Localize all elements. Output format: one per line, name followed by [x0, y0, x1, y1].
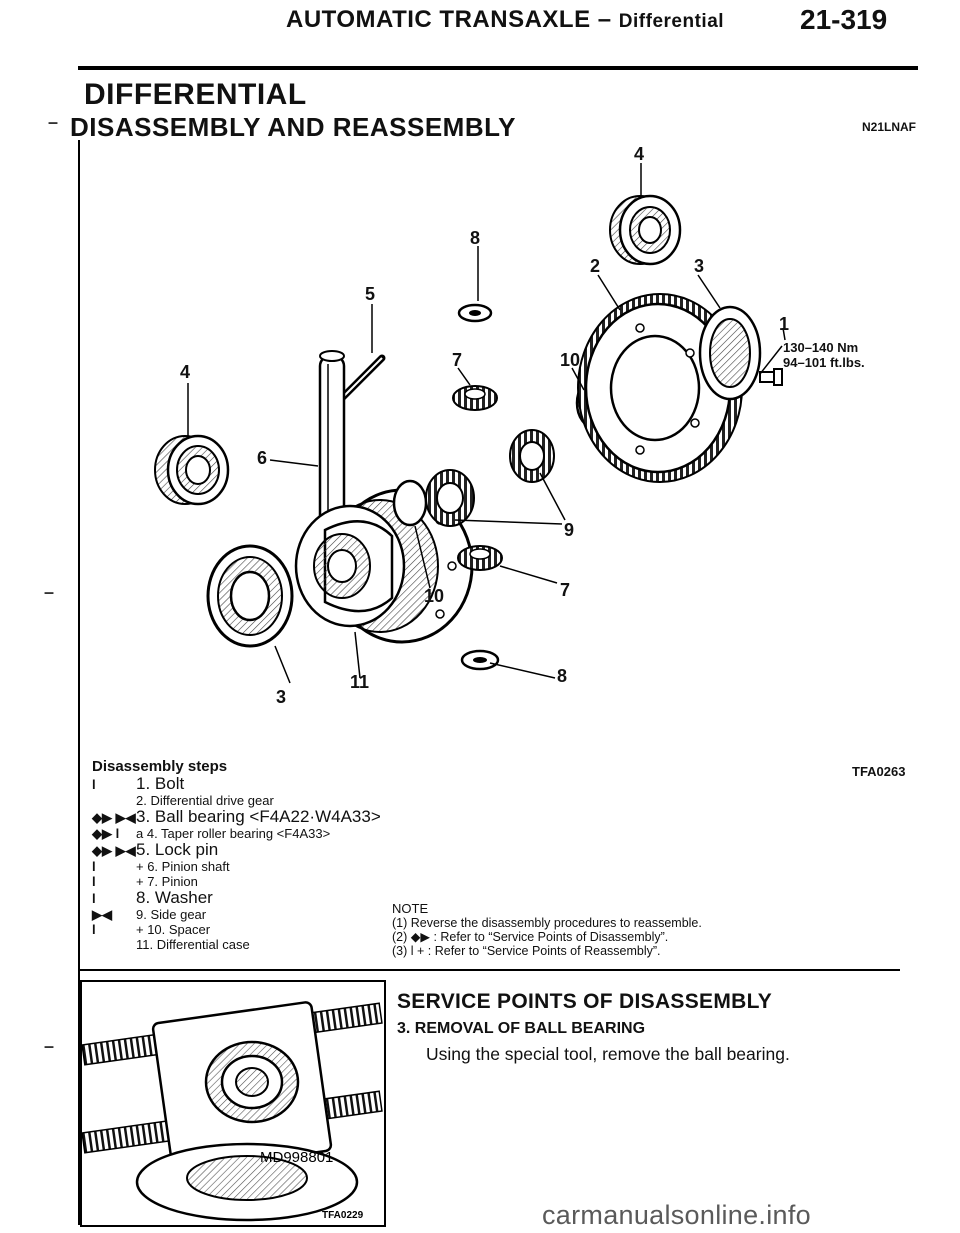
callout-label: 8	[470, 228, 480, 248]
header-title-sub: Differential	[618, 11, 725, 32]
step-item: l + 7. Pinion	[92, 874, 452, 889]
step-text: 1. Bolt	[136, 774, 185, 793]
service-points-text: Using the special tool, remove the ball …	[426, 1044, 790, 1064]
callout-label: 3	[694, 256, 704, 276]
ball-bearing-part	[206, 544, 294, 648]
callout-label: 4	[180, 362, 190, 382]
step-item: ◆▶ ▶◀3. Ball bearing <F4A22·W4A33>	[92, 808, 452, 826]
bearing-puller-drawing: MD998801 TFA0229	[81, 1001, 383, 1222]
step-item: ◆▶ ▶◀5. Lock pin	[92, 841, 452, 859]
step-text: + 7. Pinion	[136, 874, 198, 889]
note-heading: NOTE	[392, 901, 429, 916]
header-rule	[78, 66, 918, 70]
callout-label: 1	[779, 314, 789, 334]
step-item: ▶◀ 9. Side gear	[92, 907, 452, 922]
step-item: 11. Differential case	[92, 937, 452, 952]
note-line: (1) Reverse the disassembly procedures t…	[392, 916, 702, 930]
tool-label: MD998801	[260, 1149, 333, 1166]
service-points-subtitle: 3. REMOVAL OF BALL BEARING	[397, 1020, 646, 1037]
margin-mark: –	[44, 1036, 55, 1056]
photo-code: TFA0229	[322, 1210, 364, 1221]
note-line: (2) ◆▶ : Refer to “Service Points of Dis…	[392, 930, 669, 944]
exploded-differential-diagram: 4 8 2 3 5 1 7 10 4 6 130–140 Nm 94–101 f…	[154, 144, 865, 707]
section-subtitle: DISASSEMBLY AND REASSEMBLY	[70, 112, 516, 142]
step-marker: ◆▶ ▶◀	[92, 810, 136, 825]
step-text: a 4. Taper roller bearing <F4A33>	[136, 826, 331, 841]
callout-label: 11	[350, 672, 369, 692]
service-points-title: SERVICE POINTS OF DISASSEMBLY	[397, 990, 773, 1013]
step-text: 2. Differential drive gear	[136, 793, 274, 808]
callout-leader-lines	[187, 163, 786, 684]
callout-label: 5	[365, 284, 375, 304]
step-marker: l	[92, 891, 96, 906]
step-item: ◆▶ l a 4. Taper roller bearing <F4A33>	[92, 826, 452, 841]
step-marker: ◆▶ l	[92, 826, 120, 841]
step-text: + 6. Pinion shaft	[136, 859, 230, 874]
step-item: l + 6. Pinion shaft	[92, 859, 452, 874]
callout-label: 3	[276, 687, 286, 707]
margin-mark: –	[44, 582, 55, 602]
disassembly-steps-list: l 1. Bolt 2. Differential drive gear ◆▶ ▶…	[92, 775, 452, 952]
callout-label: 10	[424, 586, 444, 606]
watermark-text: carmanualsonline.info	[542, 1200, 811, 1230]
special-tool-illustration: MD998801 TFA0229	[80, 980, 386, 1227]
callout-label: 10	[560, 350, 580, 370]
callout-label: 9	[564, 520, 574, 540]
section-code: N21LNAF	[862, 120, 917, 134]
bolt-part	[759, 368, 783, 386]
step-marker: l	[92, 777, 96, 792]
torque-spec-metric: 130–140 Nm	[783, 340, 858, 355]
callout-label: 6	[257, 448, 267, 468]
callout-label: 2	[590, 256, 600, 276]
left-margin-rule	[78, 140, 80, 1225]
torque-spec-imperial: 94–101 ft.lbs.	[783, 355, 865, 370]
step-marker: l	[92, 874, 96, 889]
section-divider	[78, 969, 900, 971]
note-block: NOTE (1) Reverse the disassembly procedu…	[392, 901, 902, 959]
washer-part	[457, 303, 493, 323]
note-line: (3) l + : Refer to “Service Points of Re…	[392, 944, 661, 958]
ball-bearing-part	[698, 305, 762, 401]
step-text: 3. Ball bearing <F4A22·W4A33>	[136, 807, 381, 826]
page-number: 21-319	[800, 4, 888, 35]
callout-label: 7	[560, 580, 570, 600]
step-text: + 10. Spacer	[136, 922, 211, 937]
taper-roller-bearing-part	[609, 194, 682, 266]
step-text: 8. Washer	[136, 888, 213, 907]
step-item: 2. Differential drive gear	[92, 793, 452, 808]
callout-label: 7	[452, 350, 462, 370]
spacer-part	[392, 479, 428, 527]
margin-mark: –	[48, 112, 59, 132]
step-item: l 1. Bolt	[92, 775, 452, 793]
washer-part	[460, 649, 500, 671]
callout-label: 8	[557, 666, 567, 686]
step-marker: l	[92, 922, 96, 937]
taper-roller-bearing-part	[154, 434, 230, 506]
step-text: 5. Lock pin	[136, 840, 219, 859]
step-item: l 8. Washer	[92, 889, 452, 907]
step-item: l + 10. Spacer	[92, 922, 452, 937]
pinion-gear-part	[452, 385, 498, 411]
section-title: DIFFERENTIAL	[84, 78, 307, 111]
step-text: 9. Side gear	[136, 907, 207, 922]
page-header-title: AUTOMATIC TRANSAXLE – Differential	[286, 6, 724, 34]
disassembly-steps-heading: Disassembly steps	[92, 758, 228, 775]
step-marker: ▶◀	[92, 907, 112, 922]
side-gear-part	[425, 469, 475, 527]
figure-code: TFA0263	[852, 764, 906, 779]
step-marker: ◆▶ ▶◀	[92, 843, 136, 858]
step-marker: l	[92, 859, 96, 874]
pinion-gear-part	[457, 545, 503, 571]
side-gear-part	[509, 429, 555, 483]
step-text: 11. Differential case	[136, 937, 250, 952]
header-title-main: AUTOMATIC TRANSAXLE –	[286, 6, 619, 33]
callout-label: 4	[634, 144, 644, 164]
